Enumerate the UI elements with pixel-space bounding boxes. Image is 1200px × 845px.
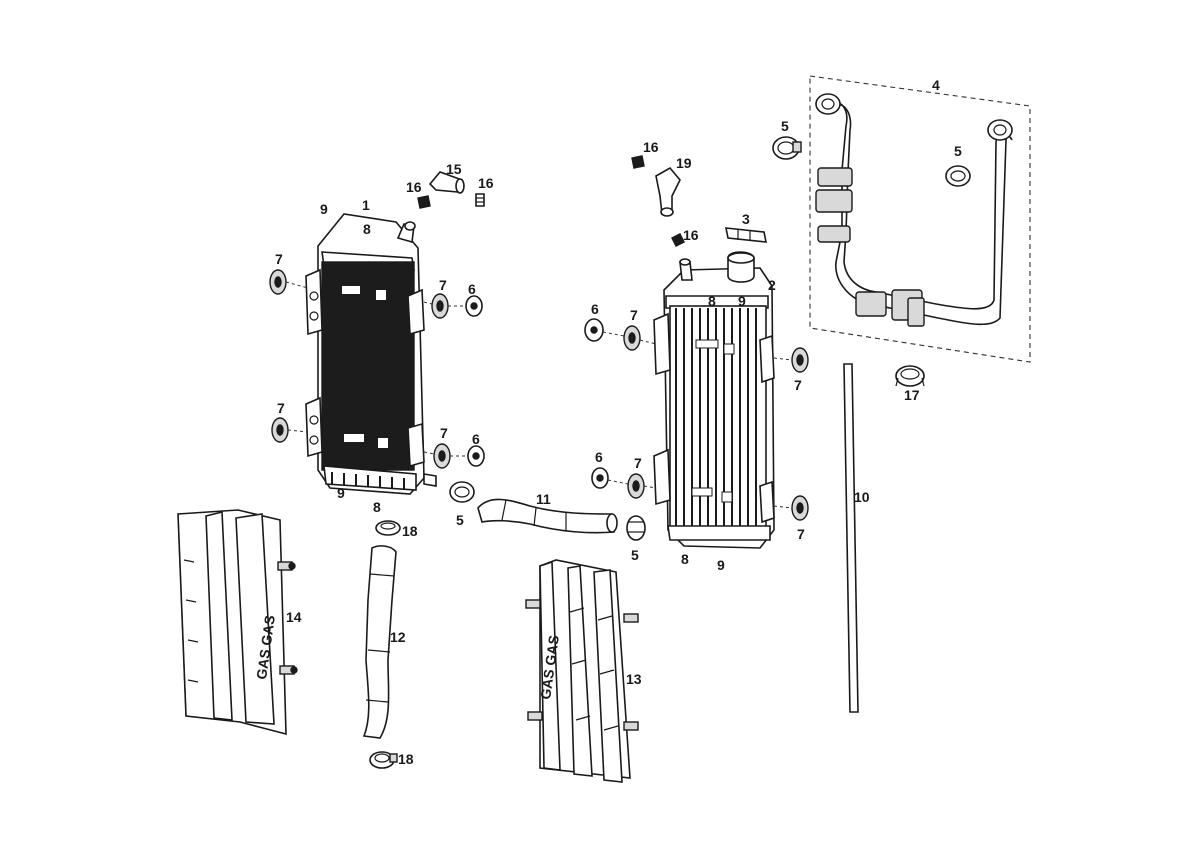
leader-lines [285,281,793,509]
hose-clamp-5d [626,515,646,541]
grommet-7f [791,347,809,373]
callout-4: 4 [932,77,940,93]
louver-13-bolts [525,599,639,731]
plug-16d [671,233,685,247]
overflow-tube-10 [843,363,859,713]
callout-7h: 7 [797,526,805,542]
callout-9b: 9 [337,485,345,501]
left-radiator-bracket-upper [305,268,323,336]
callout-7f: 7 [794,377,802,393]
radiator-louver-13: GAS GAS [525,559,639,783]
callout-14: 14 [286,609,302,625]
callout-8b: 8 [373,499,381,515]
callout-9d: 9 [717,557,725,573]
hose-assembly-inner-line [835,103,1013,310]
callout-7d: 7 [440,425,448,441]
callout-16b: 16 [478,175,494,191]
grommet-7c [271,417,289,443]
small-hose-15 [428,171,465,194]
left-radiator-1 [305,213,437,495]
hose-clamp-5a [772,136,802,160]
hose-end-right [987,119,1013,141]
washer-6d [591,467,609,489]
callout-6c: 6 [591,301,599,317]
callout-7e: 7 [630,307,638,323]
grommet-7d [433,443,451,469]
small-hose-19 [655,166,681,217]
callout-15: 15 [446,161,462,177]
callout-1: 1 [362,197,370,213]
callout-5a: 5 [781,118,789,134]
plug-16c [631,155,645,169]
left-radiator-core [321,261,415,471]
louver-14-bolts [277,561,298,675]
callout-10: 10 [854,489,870,505]
callout-5d: 5 [631,547,639,563]
callout-5b: 5 [954,143,962,159]
callout-3: 3 [742,211,750,227]
washer-6a [465,295,483,317]
callout-6d: 6 [595,449,603,465]
hose-end-left [815,93,841,115]
callout-8c: 8 [708,293,716,309]
callout-7c: 7 [277,400,285,416]
callout-16d: 16 [683,227,699,243]
hose-clamp-17 [895,365,925,387]
callout-2: 2 [768,277,776,293]
grommet-7e [623,325,641,351]
callout-7b: 7 [439,277,447,293]
plug-16a [417,195,431,209]
hose-clamp-18a [375,520,401,536]
hose-assembly-group [809,75,1031,363]
coolant-hose-12 [362,545,397,739]
callout-13: 13 [626,671,642,687]
callout-8a: 8 [363,221,371,237]
washer-6b [467,445,485,467]
callout-18a: 18 [402,523,418,539]
callout-12: 12 [390,629,406,645]
callout-labels: 1 2 3 4 5 5 5 5 6 6 6 6 7 7 7 7 7 7 7 7 … [275,77,962,767]
radiator-louver-14: GAS GAS [177,509,298,736]
callout-6b: 6 [472,431,480,447]
left-radiator-bottom-fins [331,472,405,490]
left-radiator-bracket-lower [305,396,323,458]
callout-9c: 9 [738,293,746,309]
coolant-hose-11 [477,498,618,534]
grommet-7a [269,269,287,295]
hose-joint-upper [817,167,853,187]
hose-clamp-18b [369,751,398,769]
washer-6c [584,318,604,342]
callout-17: 17 [904,387,920,403]
callout-7g: 7 [634,455,642,471]
radiator-cap-3 [725,227,767,243]
hose-clamp-5c [449,481,475,503]
plug-16b [475,193,485,207]
callout-16c: 16 [643,139,659,155]
assembly-dashed-frame [809,75,1031,363]
callout-8d: 8 [681,551,689,567]
callout-19: 19 [676,155,692,171]
hose-clamp-5b [945,165,971,187]
right-radiator-2 [653,251,775,549]
callout-5c: 5 [456,512,464,528]
callout-6a: 6 [468,281,476,297]
grommet-7b [431,293,449,319]
grommet-7h [791,495,809,521]
callout-18b: 18 [398,751,414,767]
callout-7a: 7 [275,251,283,267]
callout-11: 11 [536,491,551,507]
grommet-7g [627,473,645,499]
callout-16a: 16 [406,179,422,195]
callout-9a: 9 [320,201,328,217]
hose-joint-lower [855,291,887,317]
